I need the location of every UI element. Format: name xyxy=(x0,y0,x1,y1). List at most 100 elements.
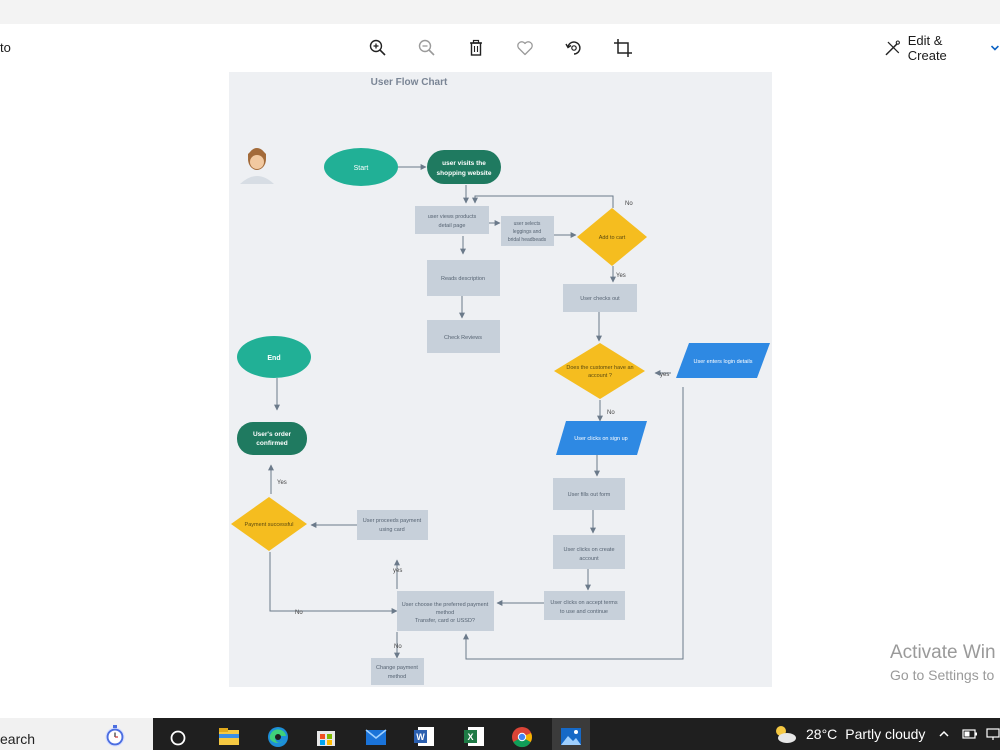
node-payment-method: User choose the preferred payment method… xyxy=(397,591,494,631)
mail-envelope-icon xyxy=(365,729,387,745)
svg-text:account ?: account ? xyxy=(588,373,612,379)
node-sign-up: User clicks on sign up xyxy=(556,421,647,455)
label-yes-cart: Yes xyxy=(616,273,626,279)
weather-condition: Partly cloudy xyxy=(845,726,926,742)
node-login-details: User enters login details xyxy=(676,343,770,378)
svg-text:User proceeds payment: User proceeds payment xyxy=(363,518,422,524)
node-checks-out: User checks out xyxy=(563,284,637,312)
node-change-payment: Change payment method xyxy=(371,658,424,685)
delete-button[interactable] xyxy=(462,34,490,62)
svg-text:User's order: User's order xyxy=(253,431,292,438)
battery-indicator[interactable] xyxy=(962,718,978,750)
taskbar-file-explorer[interactable] xyxy=(210,718,248,750)
zoom-in-icon xyxy=(369,39,386,56)
taskbar-chrome[interactable] xyxy=(503,718,541,750)
chrome-icon xyxy=(512,727,532,748)
node-proceeds-payment: User proceeds payment using card xyxy=(357,510,428,540)
search-label: earch xyxy=(0,731,36,747)
zoom-in-button[interactable] xyxy=(364,34,392,62)
svg-text:Start: Start xyxy=(354,165,369,172)
label-yes-pay: Yes xyxy=(277,480,287,486)
cortana-circle-icon xyxy=(170,730,186,746)
store-bag-icon xyxy=(317,731,335,746)
word-icon: W xyxy=(414,727,434,746)
zoom-out-icon xyxy=(418,39,435,56)
svg-text:user selects: user selects xyxy=(514,221,541,227)
node-reads-description: Reads description xyxy=(427,260,500,296)
zoom-out-button[interactable] xyxy=(413,34,441,62)
svg-text:leggings and: leggings and xyxy=(513,229,542,235)
node-has-account: Does the customer have an account ? xyxy=(554,343,645,399)
show-hidden-icons[interactable] xyxy=(938,718,950,750)
node-check-reviews: Check Reviews xyxy=(427,320,500,353)
node-selects-leggings: user selects leggings and bridal headbea… xyxy=(501,216,554,246)
node-views-products: user views products detail page xyxy=(415,206,489,234)
taskbar-photos[interactable] xyxy=(552,718,590,750)
label-no-change: No xyxy=(394,644,402,650)
svg-text:Change payment: Change payment xyxy=(376,665,418,671)
svg-text:Payment successful: Payment successful xyxy=(245,522,294,528)
edit-create-label: Edit & Create xyxy=(907,33,947,63)
svg-text:User checks out: User checks out xyxy=(580,296,620,302)
svg-text:method: method xyxy=(388,674,406,680)
image-viewer[interactable]: User Flow Chart xyxy=(229,72,772,687)
label-no-account: No xyxy=(607,410,615,416)
node-create-account: User clicks on create account xyxy=(553,535,625,569)
node-start: Start xyxy=(324,148,398,186)
photos-icon xyxy=(561,728,581,745)
user-avatar-icon xyxy=(240,148,274,184)
favorite-button[interactable] xyxy=(511,34,539,62)
svg-text:X: X xyxy=(467,732,473,742)
svg-text:confirmed: confirmed xyxy=(256,440,287,447)
app-title: to xyxy=(0,40,11,55)
edit-create-button[interactable]: Edit & Create xyxy=(884,33,1000,63)
taskbar-store[interactable] xyxy=(307,718,345,750)
rotate-button[interactable] xyxy=(560,34,588,62)
taskbar-search[interactable]: earch xyxy=(0,718,153,750)
trash-icon xyxy=(470,39,482,56)
crop-button[interactable] xyxy=(609,34,637,62)
folder-icon xyxy=(219,728,239,745)
svg-text:Does the customer have an: Does the customer have an xyxy=(566,365,633,371)
svg-text:method: method xyxy=(436,610,454,616)
svg-text:bridal headbeads: bridal headbeads xyxy=(508,237,547,243)
taskbar-word[interactable]: W xyxy=(405,718,443,750)
title-bar xyxy=(0,0,1000,24)
taskbar-mail[interactable] xyxy=(357,718,395,750)
svg-text:User clicks on sign up: User clicks on sign up xyxy=(574,436,628,442)
node-accept-terms: User clicks on accept terms to use and c… xyxy=(544,591,625,620)
svg-text:User clicks on create: User clicks on create xyxy=(563,547,614,553)
toolbar: to Edit & Create xyxy=(0,24,1000,72)
svg-text:to use and continue: to use and continue xyxy=(560,609,608,615)
label-no-top: No xyxy=(625,201,633,207)
chart-title: User Flow Chart xyxy=(371,77,448,88)
svg-text:User enters login details: User enters login details xyxy=(693,359,752,365)
svg-text:User clicks on accept terms: User clicks on accept terms xyxy=(550,600,617,606)
chevron-up-icon xyxy=(939,730,949,737)
node-payment-successful: Payment successful xyxy=(231,497,307,551)
svg-text:Transfer, card or USSD?: Transfer, card or USSD? xyxy=(415,618,475,624)
crop-icon xyxy=(614,39,632,57)
node-order-confirmed: User's order confirmed xyxy=(237,422,307,455)
edge-browser-icon xyxy=(268,727,288,747)
taskbar: earch W X 28°C Partly cloudy xyxy=(0,718,1000,750)
excel-icon: X xyxy=(464,727,484,746)
weather-widget[interactable]: 28°C Partly cloudy xyxy=(772,718,925,750)
taskbar-alarms-clock[interactable] xyxy=(96,718,134,750)
taskbar-excel[interactable]: X xyxy=(455,718,493,750)
activation-watermark: Activate Win Go to Settings to xyxy=(890,642,996,683)
taskbar-edge[interactable] xyxy=(259,718,297,750)
svg-text:User choose the preferred paym: User choose the preferred payment xyxy=(402,602,489,608)
node-end: End xyxy=(237,336,311,378)
svg-text:Reads description: Reads description xyxy=(441,276,485,282)
node-add-to-cart: Add to cart xyxy=(577,208,647,266)
partly-cloudy-icon xyxy=(776,726,796,743)
svg-text:Check Reviews: Check Reviews xyxy=(444,335,482,341)
taskbar-cortana[interactable] xyxy=(159,718,197,750)
network-indicator[interactable] xyxy=(986,718,1000,750)
svg-text:W: W xyxy=(416,732,425,742)
label-yes-proceed: yes xyxy=(393,568,402,574)
heart-icon xyxy=(517,41,533,56)
edge-labels: No Yes yes No Yes yes No No xyxy=(277,201,669,650)
stopwatch-icon xyxy=(105,725,125,747)
